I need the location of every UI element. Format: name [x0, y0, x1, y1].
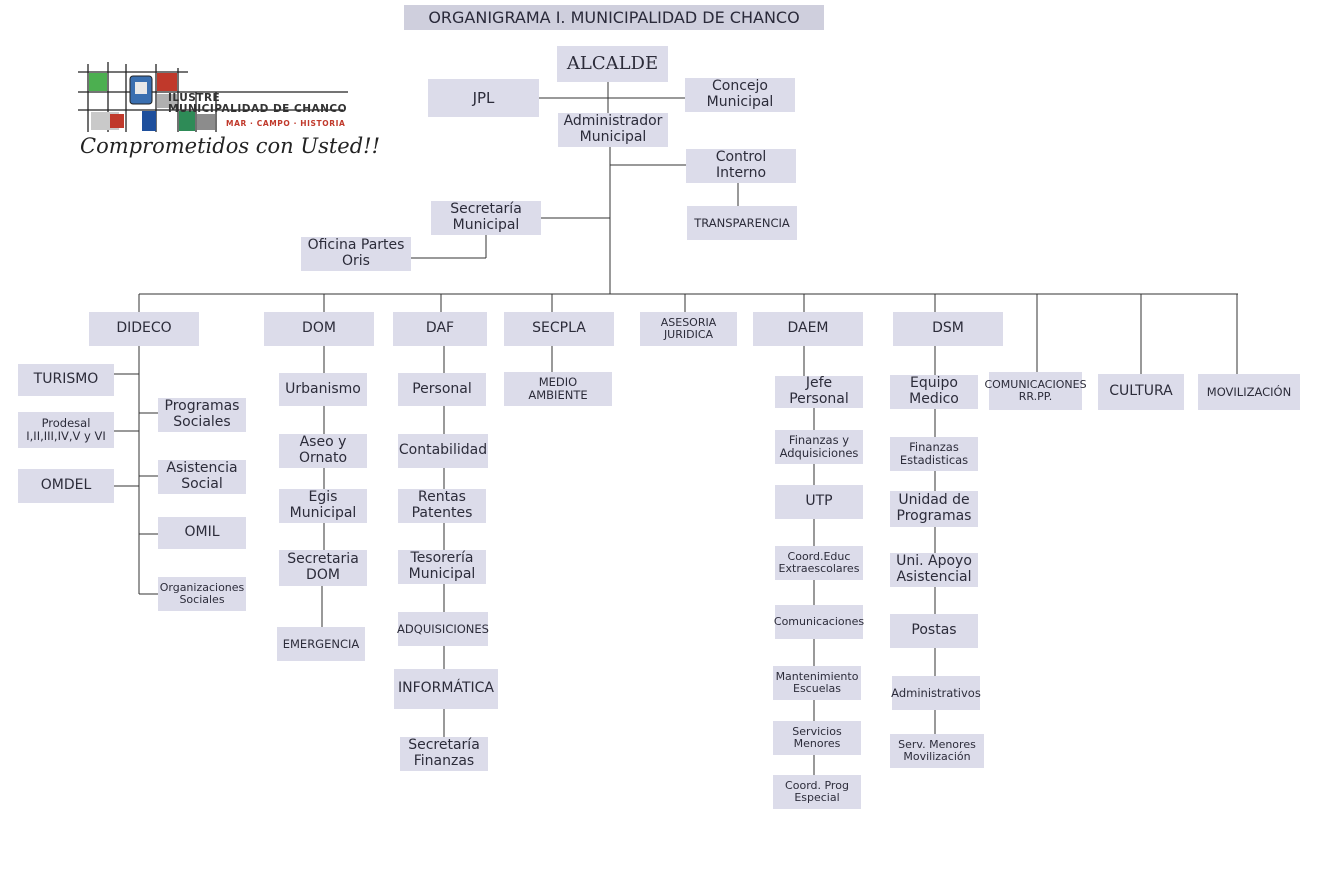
- dept-dideco: DIDECO: [89, 312, 199, 346]
- dideco-programas-sociales: Programas Sociales: [158, 398, 246, 432]
- dideco-turismo: TURISMO: [18, 364, 114, 396]
- daem-coord-prog: Coord. Prog Especial: [773, 775, 861, 809]
- daem-comunicaciones: Comunicaciones: [774, 605, 864, 639]
- dept-asesoria-juridica: ASESORIA JURIDICA: [640, 312, 737, 346]
- daf-rentas-patentes: Rentas Patentes: [398, 489, 486, 523]
- dsm-unidad-programas: Unidad de Programas: [890, 491, 978, 527]
- dideco-omil: OMIL: [158, 517, 246, 549]
- dept-daem: DAEM: [753, 312, 863, 346]
- dom-egis: Egis Municipal: [279, 489, 367, 523]
- daf-informatica: INFORMÁTICA: [394, 669, 498, 709]
- logo-tagline: MAR · CAMPO · HISTORIA: [226, 119, 346, 128]
- box-concejo: Concejo Municipal: [685, 78, 795, 112]
- dideco-omdel: OMDEL: [18, 469, 114, 503]
- daem-servicios-menores: Servicios Menores: [773, 721, 861, 755]
- box-alcalde: ALCALDE: [557, 46, 668, 82]
- dom-urbanismo: Urbanismo: [279, 373, 367, 406]
- municipality-logo: [78, 62, 348, 132]
- daf-tesoreria: Tesorería Municipal: [398, 550, 486, 584]
- dideco-organizaciones-sociales: Organizaciones Sociales: [158, 577, 246, 611]
- dept-cultura: CULTURA: [1098, 374, 1184, 410]
- daf-personal: Personal: [398, 373, 486, 406]
- daem-utp: UTP: [775, 485, 863, 519]
- box-oficina-partes: Oficina Partes Oris: [301, 237, 411, 271]
- daem-finanzas-adquisiciones: Finanzas y Adquisiciones: [775, 430, 863, 464]
- dsm-finanzas-estadisticas: Finanzas Estadisticas: [890, 437, 978, 471]
- dept-comunicaciones: COMUNICACIONES RR.PP.: [984, 372, 1087, 410]
- dsm-administrativos: Administrativos: [891, 676, 981, 710]
- daf-secretaria-finanzas: Secretaría Finanzas: [400, 737, 488, 771]
- secpla-medio-ambiente: MEDIO AMBIENTE: [504, 372, 612, 406]
- dideco-asistencia-social: Asistencia Social: [158, 460, 246, 494]
- box-jpl: JPL: [428, 79, 539, 117]
- dept-dsm: DSM: [893, 312, 1003, 346]
- logo-slogan: Comprometidos con Usted!!: [80, 134, 381, 158]
- dom-emergencia: EMERGENCIA: [277, 627, 365, 661]
- box-transparencia: TRANSPARENCIA: [687, 206, 797, 240]
- daem-coord-educ: Coord.Educ Extraescolares: [775, 546, 863, 580]
- logo-text-municipalidad: MUNICIPALIDAD DE CHANCO: [168, 103, 348, 115]
- dept-daf: DAF: [393, 312, 487, 346]
- daf-contabilidad: Contabilidad: [398, 434, 488, 468]
- dideco-prodesal: Prodesal I,II,III,IV,V y VI: [18, 412, 114, 448]
- dept-secpla: SECPLA: [504, 312, 614, 346]
- box-secretaria-municipal: Secretaría Municipal: [431, 201, 541, 235]
- daem-jefe-personal: Jefe Personal: [775, 375, 863, 408]
- daf-adquisiciones: ADQUISICIONES: [397, 612, 489, 646]
- dom-secretaria: Secretaria DOM: [279, 550, 367, 586]
- box-control-interno: Control Interno: [686, 149, 796, 183]
- dsm-postas: Postas: [890, 614, 978, 648]
- page-title: ORGANIGRAMA I. MUNICIPALIDAD DE CHANCO: [404, 5, 824, 30]
- dsm-equipo-medico: Equipo Medico: [890, 375, 978, 409]
- dsm-apoyo-asistencial: Uni. Apoyo Asistencial: [890, 553, 978, 587]
- logo-text-ilustre: ILUSTRE: [168, 92, 221, 104]
- box-administrador: Administrador Municipal: [558, 113, 668, 147]
- daem-mantenimiento: Mantenimiento Escuelas: [773, 666, 861, 700]
- dept-dom: DOM: [264, 312, 374, 346]
- dom-aseo-ornato: Aseo y Ornato: [279, 434, 367, 468]
- dept-movilizacion: MOVILIZACIÓN: [1198, 374, 1300, 410]
- dsm-serv-menores: Serv. Menores Movilización: [890, 734, 984, 768]
